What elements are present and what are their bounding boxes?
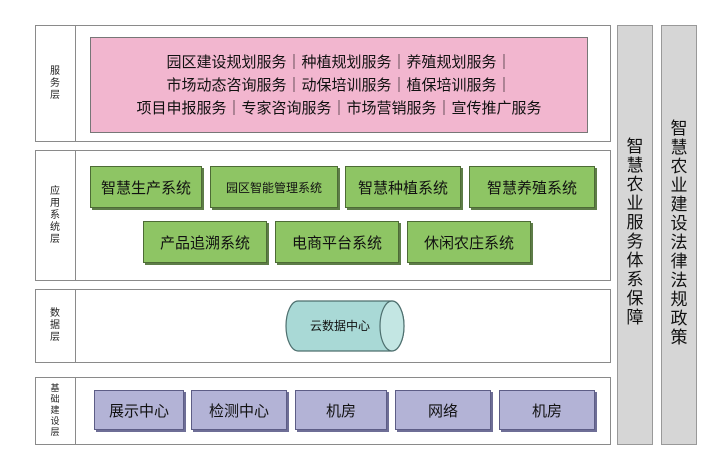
data-layer-label-char: 数: [50, 308, 60, 319]
side-char: 农: [670, 157, 688, 177]
infrastructure-layer-label-char: 层: [50, 427, 60, 438]
system-box-leisure-farm: 休闲农庄系统: [407, 221, 531, 263]
side-char: 慧: [670, 138, 688, 158]
data-layer-label: 数 据 层: [35, 289, 75, 363]
side-char: 策: [670, 328, 688, 348]
side-char: 系: [626, 270, 644, 290]
application-layer-label-char: 层: [50, 233, 60, 245]
cloud-data-center-cylinder: 云数据中心: [285, 300, 405, 352]
side-char: 建: [670, 195, 688, 215]
service-list-box: 园区建设规划服务｜种植规划服务｜养殖规划服务｜ 市场动态咨询服务｜动保培训服务｜…: [90, 37, 588, 133]
law-policy-text: 智 慧 农 业 建 设 法 律 法 规 政 策: [661, 120, 697, 348]
infra-box-network: 网络: [395, 390, 491, 430]
infrastructure-layer-label-char: 基: [50, 383, 60, 394]
service-layer-label-char: 服: [50, 65, 60, 77]
service-line: 项目申报服务｜专家咨询服务｜市场营销服务｜宣传推广服务: [136, 98, 542, 117]
infra-box-testing-center: 检测中心: [191, 390, 287, 430]
application-layer-label-char: 系: [50, 209, 60, 221]
infrastructure-layer-label-char: 建: [50, 405, 60, 416]
side-char: 慧: [626, 156, 644, 176]
system-box-traceability: 产品追溯系统: [143, 221, 267, 263]
side-char: 保: [626, 289, 644, 309]
service-system-guarantee-panel: [617, 25, 653, 445]
infra-box-server-room: 机房: [295, 390, 387, 430]
data-layer-divider: [75, 289, 76, 363]
side-char: 体: [626, 251, 644, 271]
data-layer-label-char: 层: [50, 332, 60, 343]
side-char: 智: [670, 119, 688, 139]
service-layer-label-char: 层: [50, 89, 60, 101]
side-char: 法: [670, 271, 688, 291]
system-box-smart-breeding: 智慧养殖系统: [469, 166, 595, 208]
infrastructure-layer-label-char: 础: [50, 394, 60, 405]
side-char: 服: [626, 213, 644, 233]
side-char: 务: [626, 232, 644, 252]
side-char: 规: [670, 290, 688, 310]
infra-box-server-room: 机房: [499, 390, 595, 430]
side-char: 智: [626, 137, 644, 157]
system-box-smart-production: 智慧生产系统: [90, 166, 202, 208]
side-char: 业: [670, 176, 688, 196]
application-layer-label-char: 用: [50, 197, 60, 209]
side-char: 法: [670, 233, 688, 253]
infra-box-display-center: 展示中心: [94, 390, 184, 430]
service-line: 园区建设规划服务｜种植规划服务｜养殖规划服务｜: [166, 52, 512, 71]
application-layer-label-char: 统: [50, 221, 60, 233]
service-line: 市场动态咨询服务｜动保培训服务｜植保培训服务｜: [166, 75, 512, 94]
application-layer-label: 应 用 系 统 层: [35, 150, 75, 281]
side-char: 设: [670, 214, 688, 234]
side-char: 业: [626, 194, 644, 214]
application-layer-label-char: 应: [50, 185, 60, 197]
application-layer-divider: [75, 150, 76, 281]
side-char: 障: [626, 308, 644, 328]
system-box-smart-planting: 智慧种植系统: [345, 166, 461, 208]
side-char: 农: [626, 175, 644, 195]
law-policy-panel: [661, 25, 697, 445]
side-char: 政: [670, 309, 688, 329]
cloud-data-center-label: 云数据中心: [310, 318, 370, 333]
service-system-guarantee-text: 智 慧 农 业 服 务 体 系 保 障: [617, 138, 653, 328]
side-char: 律: [670, 252, 688, 272]
data-layer-label-char: 据: [50, 320, 60, 331]
infrastructure-layer-divider: [75, 377, 76, 445]
system-box-park-management: 园区智能管理系统: [210, 166, 338, 208]
infrastructure-layer-label-char: 设: [50, 416, 60, 427]
service-layer-label: 服 务 层: [35, 25, 75, 142]
service-layer-label-char: 务: [50, 77, 60, 89]
infrastructure-layer-label: 基 础 建 设 层: [35, 377, 75, 445]
service-layer-divider: [75, 25, 76, 142]
system-box-ecommerce: 电商平台系统: [275, 221, 399, 263]
